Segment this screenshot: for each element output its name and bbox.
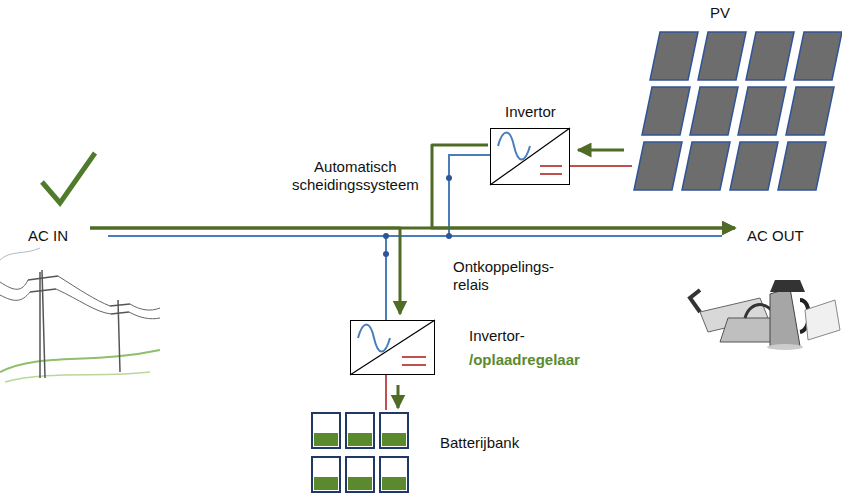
pv-panels [634,32,842,190]
power-flow-arrow [432,145,735,228]
battery-cells [312,413,408,492]
node-label: /oplaadregelaar [469,351,580,369]
ac-wires [108,155,722,320]
dc-wires [386,166,632,410]
grid-illustration [0,248,160,382]
node-label: AC OUT [747,227,804,245]
appliances-illustration [690,280,840,350]
power-flow-arrow [578,149,624,152]
node-label: Invertor [505,103,556,121]
annotation: Automatisch scheidingssysteem [292,158,419,194]
node-label: AC IN [28,227,68,245]
annotation: Ontkoppelings- relais [453,258,554,294]
power-flow-arrow [90,228,400,314]
node-label: Batterijbank [440,434,519,452]
inverter-box: Invertor [490,128,570,185]
component: PV [632,4,840,194]
check-mark [42,153,95,203]
node-label: Invertor- [469,327,525,345]
inverter-box: Invertor-/oplaadregelaar [350,320,435,375]
component: AC IN [28,227,68,245]
component: Batterijbank [308,410,416,496]
component: AC OUT [747,227,804,245]
node-label: PV [710,4,730,22]
power-flow-arrow [397,385,400,408]
